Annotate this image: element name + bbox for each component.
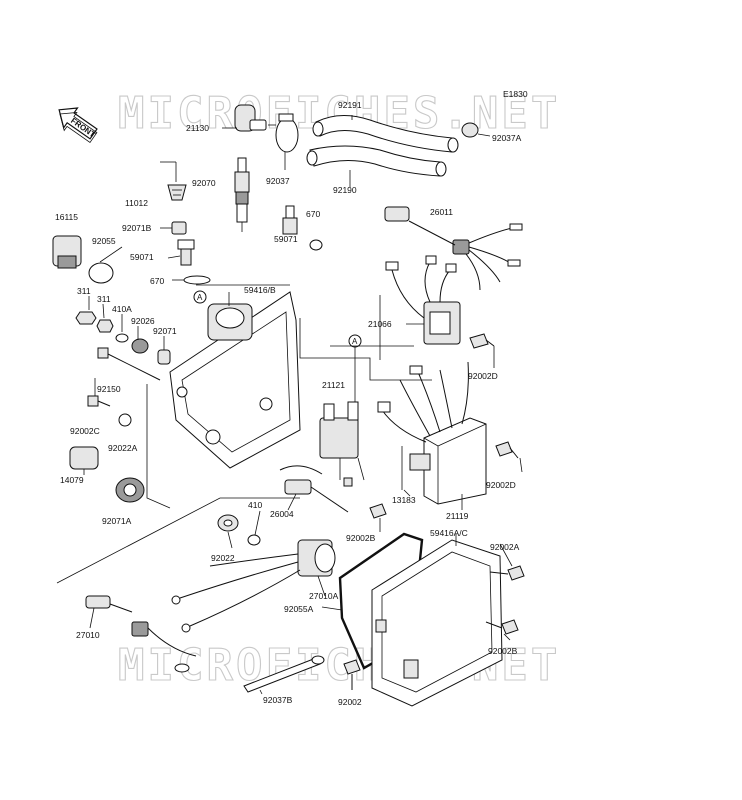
label-59071-right: 59071: [274, 234, 298, 244]
relay-27010A: [171, 539, 336, 633]
cdi-unit-21119: [377, 361, 487, 505]
label-92022: 92022: [211, 553, 235, 563]
label-92190: 92190: [333, 185, 357, 195]
strap-92037B: [243, 655, 325, 693]
bolt-92002C: [87, 395, 132, 427]
label-16115: 16115: [55, 212, 78, 222]
label-92037A: 92037A: [492, 133, 522, 143]
hose-92191: [312, 115, 459, 153]
label-92002: 92002: [338, 697, 362, 707]
label-21066: 21066: [368, 319, 392, 329]
bolt-92002B-upper: [369, 503, 387, 532]
label-92002D-a: 92002D: [468, 371, 498, 381]
bolt-92002B-lower: [485, 619, 519, 635]
label-92002A: 92002A: [490, 542, 520, 552]
harness-26011: [384, 206, 523, 291]
label-311-b: 311: [97, 294, 111, 304]
label-92071B: 92071B: [122, 223, 152, 233]
regulator-21066: [385, 255, 461, 345]
bushing-92071B: [171, 221, 187, 235]
part-14079: [69, 446, 99, 475]
nut-stack-left: [75, 311, 171, 365]
label-21130: 21130: [186, 123, 209, 133]
clip-92037A: [461, 122, 491, 138]
ref-circle-a-right: A: [348, 334, 362, 402]
label-410: 410: [248, 500, 262, 510]
plug-cap-21130: [222, 104, 276, 132]
label-92002D-b: 92002D: [486, 480, 516, 490]
label-92071: 92071: [153, 326, 177, 336]
label-59416B: 59416/B: [244, 285, 276, 295]
svg-text:A: A: [197, 293, 203, 302]
label-26004: 26004: [270, 509, 294, 519]
label-27010: 27010: [76, 630, 100, 640]
sleeve-92071A: [115, 477, 145, 503]
label-26011: 26011: [430, 207, 453, 217]
label-92071A: 92071A: [102, 516, 132, 526]
diagram-code: E1830: [503, 89, 528, 99]
ignition-coil-21121: [319, 401, 365, 487]
label-92055A: 92055A: [284, 604, 314, 614]
bolt-92150: [97, 347, 161, 381]
label-27010A: 27010A: [309, 591, 339, 601]
ref-circle-a-left: A: [193, 290, 207, 304]
cap-16115: [52, 235, 114, 284]
label-59416AC: 59416A/C: [430, 528, 468, 538]
label-92191: 92191: [338, 100, 362, 110]
label-92070: 92070: [192, 178, 216, 188]
washer-410: [247, 534, 261, 546]
label-14079: 14079: [60, 475, 84, 485]
label-92002B-a: 92002B: [346, 533, 376, 543]
label-670-top: 670: [306, 209, 320, 219]
label-59071-left: 59071: [130, 252, 154, 262]
fitting-59071-right: [282, 205, 323, 251]
washer-92022: [217, 514, 239, 532]
leader-lines: [56, 295, 432, 584]
label-92037B: 92037B: [263, 695, 293, 705]
label-13183: 13183: [392, 495, 416, 505]
switch-27010: [85, 595, 197, 673]
label-21119: 21119: [446, 511, 469, 521]
bolt-92002: [343, 659, 361, 690]
label-leaders: [88, 227, 523, 695]
label-311-a: 311: [77, 286, 91, 296]
label-92055: 92055: [92, 236, 116, 246]
label-92037: 92037: [266, 176, 290, 186]
label-21121: 21121: [322, 380, 345, 390]
label-92026: 92026: [131, 316, 155, 326]
bolt-92002D-lower: [495, 441, 519, 459]
svg-text:A: A: [352, 337, 358, 346]
bolt-92002D-upper: [469, 333, 495, 368]
spark-plug-92070: [234, 157, 250, 232]
label-92150: 92150: [97, 384, 121, 394]
front-arrow-icon: FRONT: [58, 107, 98, 143]
clamp-92037: [275, 113, 299, 170]
fitting-59071-left: [177, 239, 195, 266]
label-92002B-b: 92002B: [488, 646, 518, 656]
cover-59416AC: [371, 539, 503, 707]
label-92002C: 92002C: [70, 426, 100, 436]
cap-11012: [160, 161, 187, 201]
label-670-left: 670: [150, 276, 164, 286]
housing-59416B: [169, 284, 301, 469]
sensor-26004: [279, 465, 349, 513]
label-410A: 410A: [112, 304, 132, 314]
label-92022A: 92022A: [108, 443, 138, 453]
watermark-top: MICROFICHES.NET: [118, 88, 560, 139]
bolt-92002A: [489, 565, 525, 581]
bracket-13183: [401, 446, 431, 490]
hose-92190: [306, 145, 447, 187]
oring-670-left: [183, 275, 211, 285]
label-11012: 11012: [125, 198, 148, 208]
